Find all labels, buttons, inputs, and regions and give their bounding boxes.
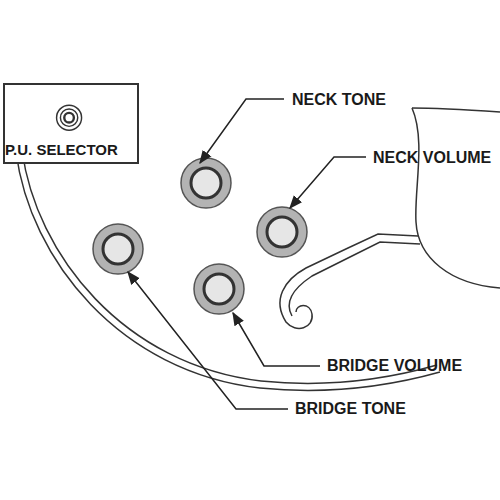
bridge-volume-knob bbox=[194, 264, 244, 314]
neck-volume-knob bbox=[257, 207, 307, 257]
neck-tone-knob bbox=[181, 158, 231, 208]
leader-line bbox=[128, 272, 288, 409]
leader-line bbox=[233, 313, 320, 366]
leader-line bbox=[290, 157, 366, 208]
body-outline bbox=[16, 152, 440, 390]
body-outline bbox=[22, 150, 437, 383]
control-label: NECK TONE bbox=[292, 92, 386, 108]
selector-switch-icon bbox=[5, 85, 137, 131]
leader-line bbox=[200, 99, 284, 163]
control-label: NECK VOLUME bbox=[373, 150, 491, 166]
control-label: BRIDGE TONE bbox=[295, 401, 406, 417]
selector-box: P.U. SELECTOR bbox=[3, 83, 139, 164]
control-label: BRIDGE VOLUME bbox=[327, 358, 462, 374]
horn-outline bbox=[412, 108, 500, 288]
selector-label: P.U. SELECTOR bbox=[5, 142, 118, 157]
bridge-tone-knob bbox=[93, 224, 143, 274]
horn-outline bbox=[412, 108, 500, 112]
f-hole bbox=[289, 242, 420, 316]
